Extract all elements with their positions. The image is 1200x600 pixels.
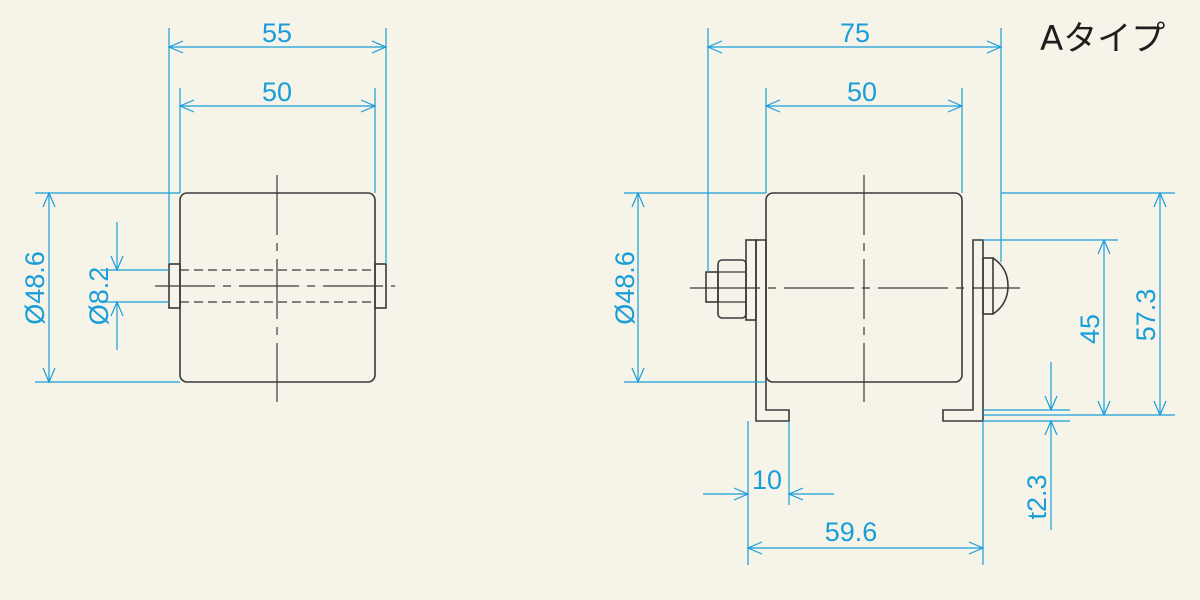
left-arrow-82-top bbox=[110, 255, 124, 272]
left-arrow-486-top bbox=[42, 191, 56, 208]
right-arrow-486-top bbox=[631, 191, 645, 208]
right-arrow-573-bottom bbox=[1153, 400, 1167, 417]
right-arrow-75-r bbox=[986, 40, 1003, 54]
right-arrow-50-r bbox=[947, 99, 964, 113]
right-arrow-50-l bbox=[764, 99, 781, 113]
right-arrow-45-bottom bbox=[1097, 400, 1111, 417]
right-arrow-573-top bbox=[1153, 191, 1167, 208]
left-arrow-486-bottom bbox=[42, 367, 56, 384]
right-label-roller-width: 50 bbox=[847, 77, 877, 107]
left-arrow-55-r bbox=[371, 40, 388, 54]
right-arrow-t-top bbox=[1044, 395, 1058, 412]
right-washer bbox=[745, 239, 757, 321]
left-arrow-55-l bbox=[167, 40, 184, 54]
right-arrow-10-l bbox=[733, 487, 750, 501]
left-label-overall-width: 55 bbox=[262, 18, 292, 48]
right-arrow-45-top bbox=[1097, 238, 1111, 255]
left-arrow-50-r bbox=[360, 99, 377, 113]
right-label-thickness: t2.3 bbox=[1022, 474, 1052, 519]
type-title: Aタイプ bbox=[1040, 19, 1165, 59]
right-label-roller-diameter: Ø48.6 bbox=[610, 251, 640, 325]
right-arrow-t-bottom bbox=[1044, 419, 1058, 436]
right-label-overall-width: 75 bbox=[840, 18, 870, 48]
left-label-shaft-diameter: Ø8.2 bbox=[84, 267, 114, 326]
right-arrow-596-l bbox=[746, 541, 763, 555]
right-label-base-length: 59.6 bbox=[825, 517, 878, 547]
right-label-flange-width: 10 bbox=[752, 465, 782, 495]
right-view: 75 50 Ø48.6 45 57.3 t2.3 bbox=[610, 18, 1175, 565]
right-label-bracket-height: 45 bbox=[1075, 314, 1105, 344]
right-right-bracket bbox=[942, 239, 984, 422]
right-shaft-tip bbox=[705, 271, 719, 303]
right-arrow-486-bottom bbox=[631, 367, 645, 384]
right-arrow-10-r bbox=[787, 487, 804, 501]
right-cap-dome bbox=[992, 257, 1009, 315]
right-label-total-height: 57.3 bbox=[1131, 289, 1161, 342]
right-left-bracket bbox=[755, 239, 790, 422]
left-arrow-50-l bbox=[178, 99, 195, 113]
right-arrow-596-r bbox=[968, 541, 985, 555]
right-cap-base bbox=[982, 257, 994, 315]
left-label-roller-diameter: Ø48.6 bbox=[20, 251, 50, 325]
right-nut bbox=[717, 259, 747, 319]
left-view: 55 50 Ø48.6 Ø8.2 bbox=[20, 18, 395, 402]
right-arrow-75-l bbox=[706, 40, 723, 54]
left-label-roller-width: 50 bbox=[262, 77, 292, 107]
left-arrow-82-bottom bbox=[110, 300, 124, 317]
